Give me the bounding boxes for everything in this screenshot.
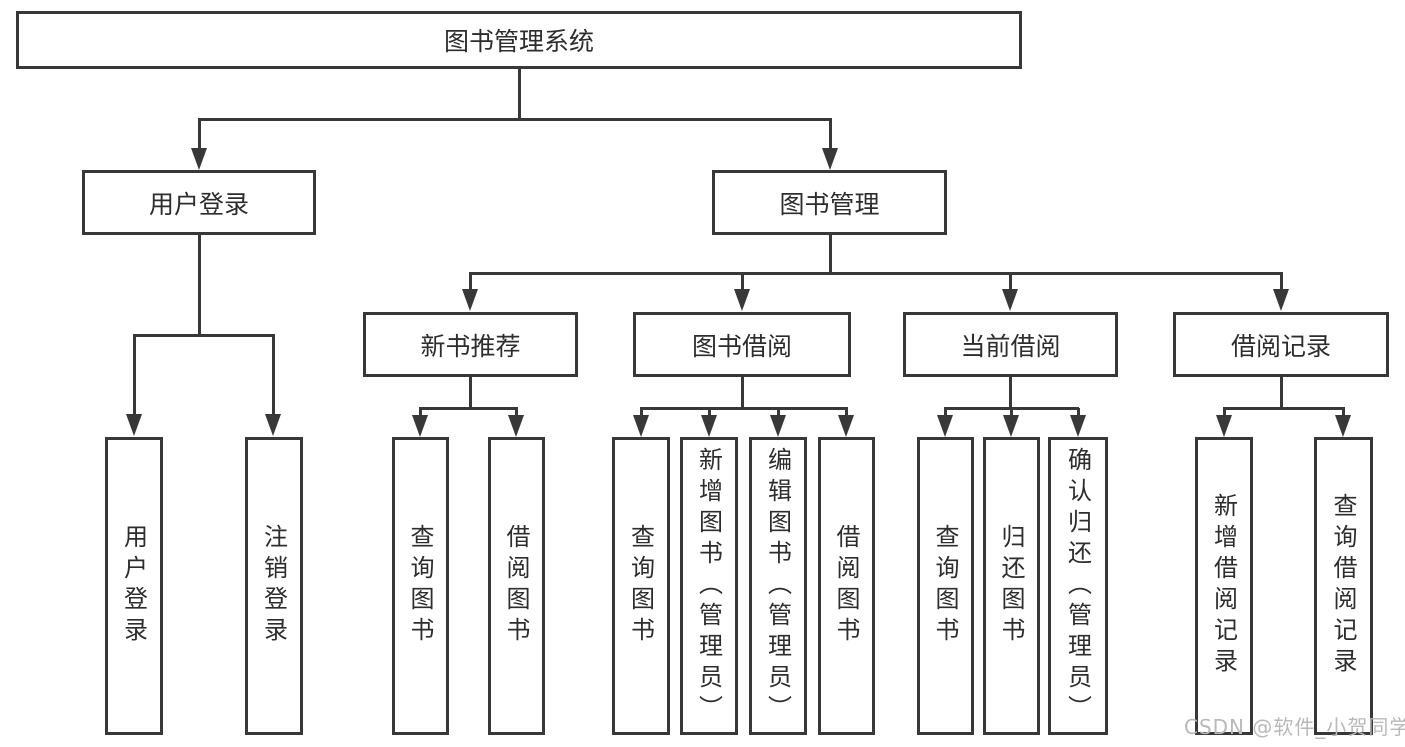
arrow-down-icon [701,415,717,437]
arrow-down-icon [1216,415,1232,437]
node-new-book-recommend: 新书推荐 [363,312,578,377]
arrow-down-icon [633,415,649,437]
node-current-borrowing: 当前借阅 [903,312,1118,377]
arrow-down-icon [937,415,953,437]
leaf-borrow-books: 借阅图书 [818,437,875,735]
connector-line [419,406,518,410]
arrow-down-icon [126,414,142,436]
connector-line [517,69,521,119]
connector-line [197,235,201,335]
leaf-query-books-recommend: 查询图书 [392,437,449,735]
leaf-query-books-borrowing: 查询图书 [612,437,670,735]
arrow-down-icon [734,289,750,311]
leaf-query-books-current: 查询图书 [917,437,974,735]
arrow-down-icon [1002,289,1018,311]
connector-line [740,273,744,293]
arrow-down-icon [1070,415,1086,437]
arrow-down-icon [838,415,854,437]
leaf-edit-books-admin: 编辑图书（管理员） [749,437,807,735]
arrow-down-icon [265,414,281,436]
connector-line [639,406,848,410]
node-book-borrowing: 图书借阅 [633,312,851,377]
arrow-down-icon [1335,415,1351,437]
connector-line [1076,408,1080,418]
connector-line [1010,408,1013,418]
leaf-return-books: 归还图书 [983,437,1040,735]
node-book-management: 图书管理 [712,170,947,235]
connector-line [828,235,832,273]
connector-line [639,408,643,418]
connector-line [1222,408,1226,418]
connector-line [944,408,947,418]
connector-line [132,333,275,337]
connector-line [1279,377,1283,408]
node-borrowing-records: 借阅记录 [1173,312,1389,377]
connector-line [845,408,848,418]
arrow-down-icon [1273,289,1289,311]
leaf-add-books-admin: 新增图书（管理员） [680,437,738,735]
arrow-down-icon [822,148,838,170]
arrow-down-icon [508,415,524,437]
connector-line [1009,273,1012,293]
connector-line [740,377,744,408]
leaf-logout-login: 注销登录 [245,437,303,735]
arrow-down-icon [1003,415,1019,437]
connector-line [515,408,518,418]
connector-line [1222,406,1345,410]
csdn-watermark: CSDN @软件_小贺同学 [1184,715,1405,739]
node-user-login: 用户登录 [82,170,316,235]
leaf-query-borrow-record: 查询借阅记录 [1314,437,1373,735]
leaf-borrow-books-recommend: 借阅图书 [488,437,545,735]
connector-line [468,273,472,293]
arrow-down-icon [462,289,478,311]
connector-line [1342,408,1345,418]
arrow-down-icon [412,415,428,437]
connector-line [707,408,711,418]
connector-line [469,377,472,408]
connector-line [828,119,832,152]
connector-line [419,408,422,418]
connector-line [197,117,832,121]
arrow-down-icon [770,415,786,437]
arrow-down-icon [191,148,207,170]
connector-line [197,119,201,152]
connector-line [1009,377,1012,408]
connector-line [776,408,780,418]
leaf-user-login: 用户登录 [105,437,163,735]
connector-line [271,335,275,416]
node-library-system: 图书管理系统 [16,11,1022,69]
connector-line [132,335,136,416]
connector-line [1279,273,1283,293]
leaf-confirm-return-admin: 确认归还（管理员） [1048,437,1108,735]
leaf-add-borrow-record: 新增借阅记录 [1195,437,1253,735]
connector-line [468,271,1283,275]
